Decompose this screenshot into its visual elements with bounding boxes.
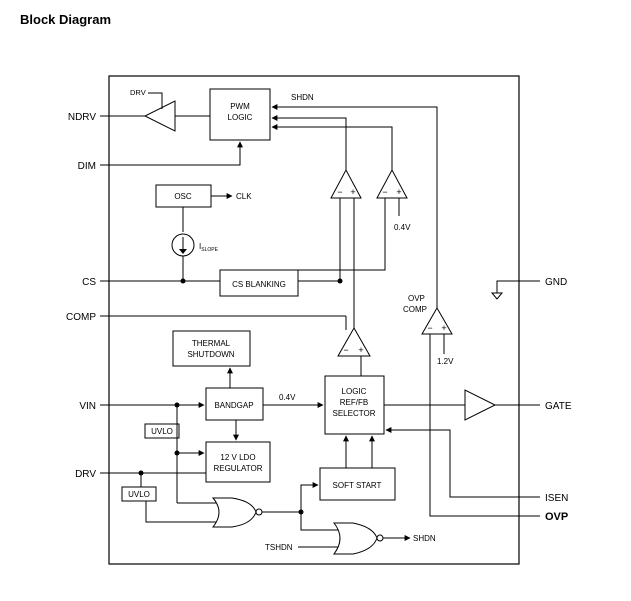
ldo-label-2: REGULATOR xyxy=(213,464,262,473)
logic-ref-fb-selector-block: LOGIC REF/FB SELECTOR xyxy=(324,375,385,435)
pwm-logic-block: PWM LOGIC xyxy=(209,88,271,141)
nor1-to-nor2-wire xyxy=(300,512,338,531)
ovp-comp-label-2: COMP xyxy=(403,305,427,314)
logic-label-1: LOGIC xyxy=(342,387,367,396)
ovp-comp-plus: + xyxy=(441,323,446,333)
ref-comp-minus-wire xyxy=(298,198,386,271)
pin-ovp: OVP xyxy=(545,511,568,523)
ref-comp-minus: − xyxy=(382,187,387,197)
islope-label: ISLOPE xyxy=(199,242,219,253)
thermal-label-1: THERMAL xyxy=(192,339,231,348)
uvlo-bottom-to-gate-wire xyxy=(145,501,216,523)
bandgap-block: BANDGAP xyxy=(205,387,264,421)
nor1-to-softstart-wire xyxy=(300,482,319,512)
shdn-top-label: SHDN xyxy=(291,93,314,102)
pin-dim: DIM xyxy=(78,161,96,172)
uvlo-bottom-block: UVLO xyxy=(121,486,157,502)
ovp-comp-minus: − xyxy=(427,323,432,333)
ref-comp-output-wire xyxy=(271,124,393,172)
cs-blanking-label: CS BLANKING xyxy=(232,280,286,289)
uvlo-top-label: UVLO xyxy=(151,427,173,436)
ldo-label-1: 12 V LDO xyxy=(220,453,255,462)
osc-block: OSC xyxy=(155,184,212,208)
pin-vin: VIN xyxy=(79,401,96,412)
shdn-top-wire xyxy=(271,104,438,313)
drv-internal-label: DRV xyxy=(130,88,146,97)
dim-wire xyxy=(100,141,243,166)
uvlo-top-block: UVLO xyxy=(144,423,180,439)
bandgap-label: BANDGAP xyxy=(214,401,253,410)
pin-comp: COMP xyxy=(66,312,96,323)
gnd-wire xyxy=(496,280,540,293)
pin-gate: GATE xyxy=(545,401,572,412)
uvlo-bottom-label: UVLO xyxy=(128,490,150,499)
pwm-logic-label-2: LOGIC xyxy=(228,113,253,122)
pwm-logic-label-1: PWM xyxy=(230,102,250,111)
ldo-regulator-block: 12 V LDO REGULATOR xyxy=(205,441,271,483)
nor-gate-2 xyxy=(332,522,384,555)
err-amp-minus: − xyxy=(343,345,348,355)
ref-1v2-label: 1.2V xyxy=(437,357,454,366)
thermal-label-2: SHUTDOWN xyxy=(187,350,234,359)
ovp-comparator: − + xyxy=(421,306,453,335)
ref-comp-plus: + xyxy=(396,187,401,197)
cs-comp-plus: + xyxy=(350,187,355,197)
tshdn-label: TSHDN xyxy=(265,543,293,552)
pin-drv: DRV xyxy=(75,469,96,480)
isen-wire xyxy=(385,427,540,498)
cs-comp-output-wire xyxy=(271,115,347,172)
pin-isen: ISEN xyxy=(545,493,568,504)
shdn-bottom-label: SHDN xyxy=(413,534,436,543)
ic-outline xyxy=(108,75,520,565)
islope-current-source-icon xyxy=(171,233,195,257)
ref-comparator: − + xyxy=(376,168,408,199)
cs-blanking-block: CS BLANKING xyxy=(219,269,299,297)
cs-comp-junction-dot xyxy=(337,278,343,284)
gate-driver-buffer xyxy=(464,389,497,421)
nor-gate-1 xyxy=(211,497,263,528)
page-title: Block Diagram xyxy=(20,12,112,27)
drv-supply-wire xyxy=(148,92,163,109)
ref-0v4-label: 0.4V xyxy=(394,223,411,232)
clk-label: CLK xyxy=(236,192,252,201)
ovp-wire xyxy=(429,334,540,517)
pin-gnd: GND xyxy=(545,277,567,288)
soft-start-label: SOFT START xyxy=(333,481,382,490)
cs-junction-dot xyxy=(180,278,186,284)
cs-comparator: − + xyxy=(330,168,362,199)
ovp-comp-label-1: OVP xyxy=(408,294,425,303)
pin-cs: CS xyxy=(82,277,96,288)
err-amp-plus: + xyxy=(358,345,363,355)
ndrv-driver-buffer xyxy=(143,100,176,132)
bandgap-0v4-label: 0.4V xyxy=(279,393,296,402)
logic-label-3: SELECTOR xyxy=(333,409,376,418)
pin-ndrv: NDRV xyxy=(68,112,96,123)
cs-comp-minus: − xyxy=(337,187,342,197)
soft-start-block: SOFT START xyxy=(319,467,396,501)
vin-ldo-junction-dot xyxy=(174,450,180,456)
ground-icon xyxy=(490,292,504,300)
error-amplifier: − + xyxy=(337,326,371,357)
thermal-shutdown-block: THERMAL SHUTDOWN xyxy=(172,330,251,367)
logic-label-2: REF/FB xyxy=(340,398,368,407)
osc-label: OSC xyxy=(174,192,192,201)
